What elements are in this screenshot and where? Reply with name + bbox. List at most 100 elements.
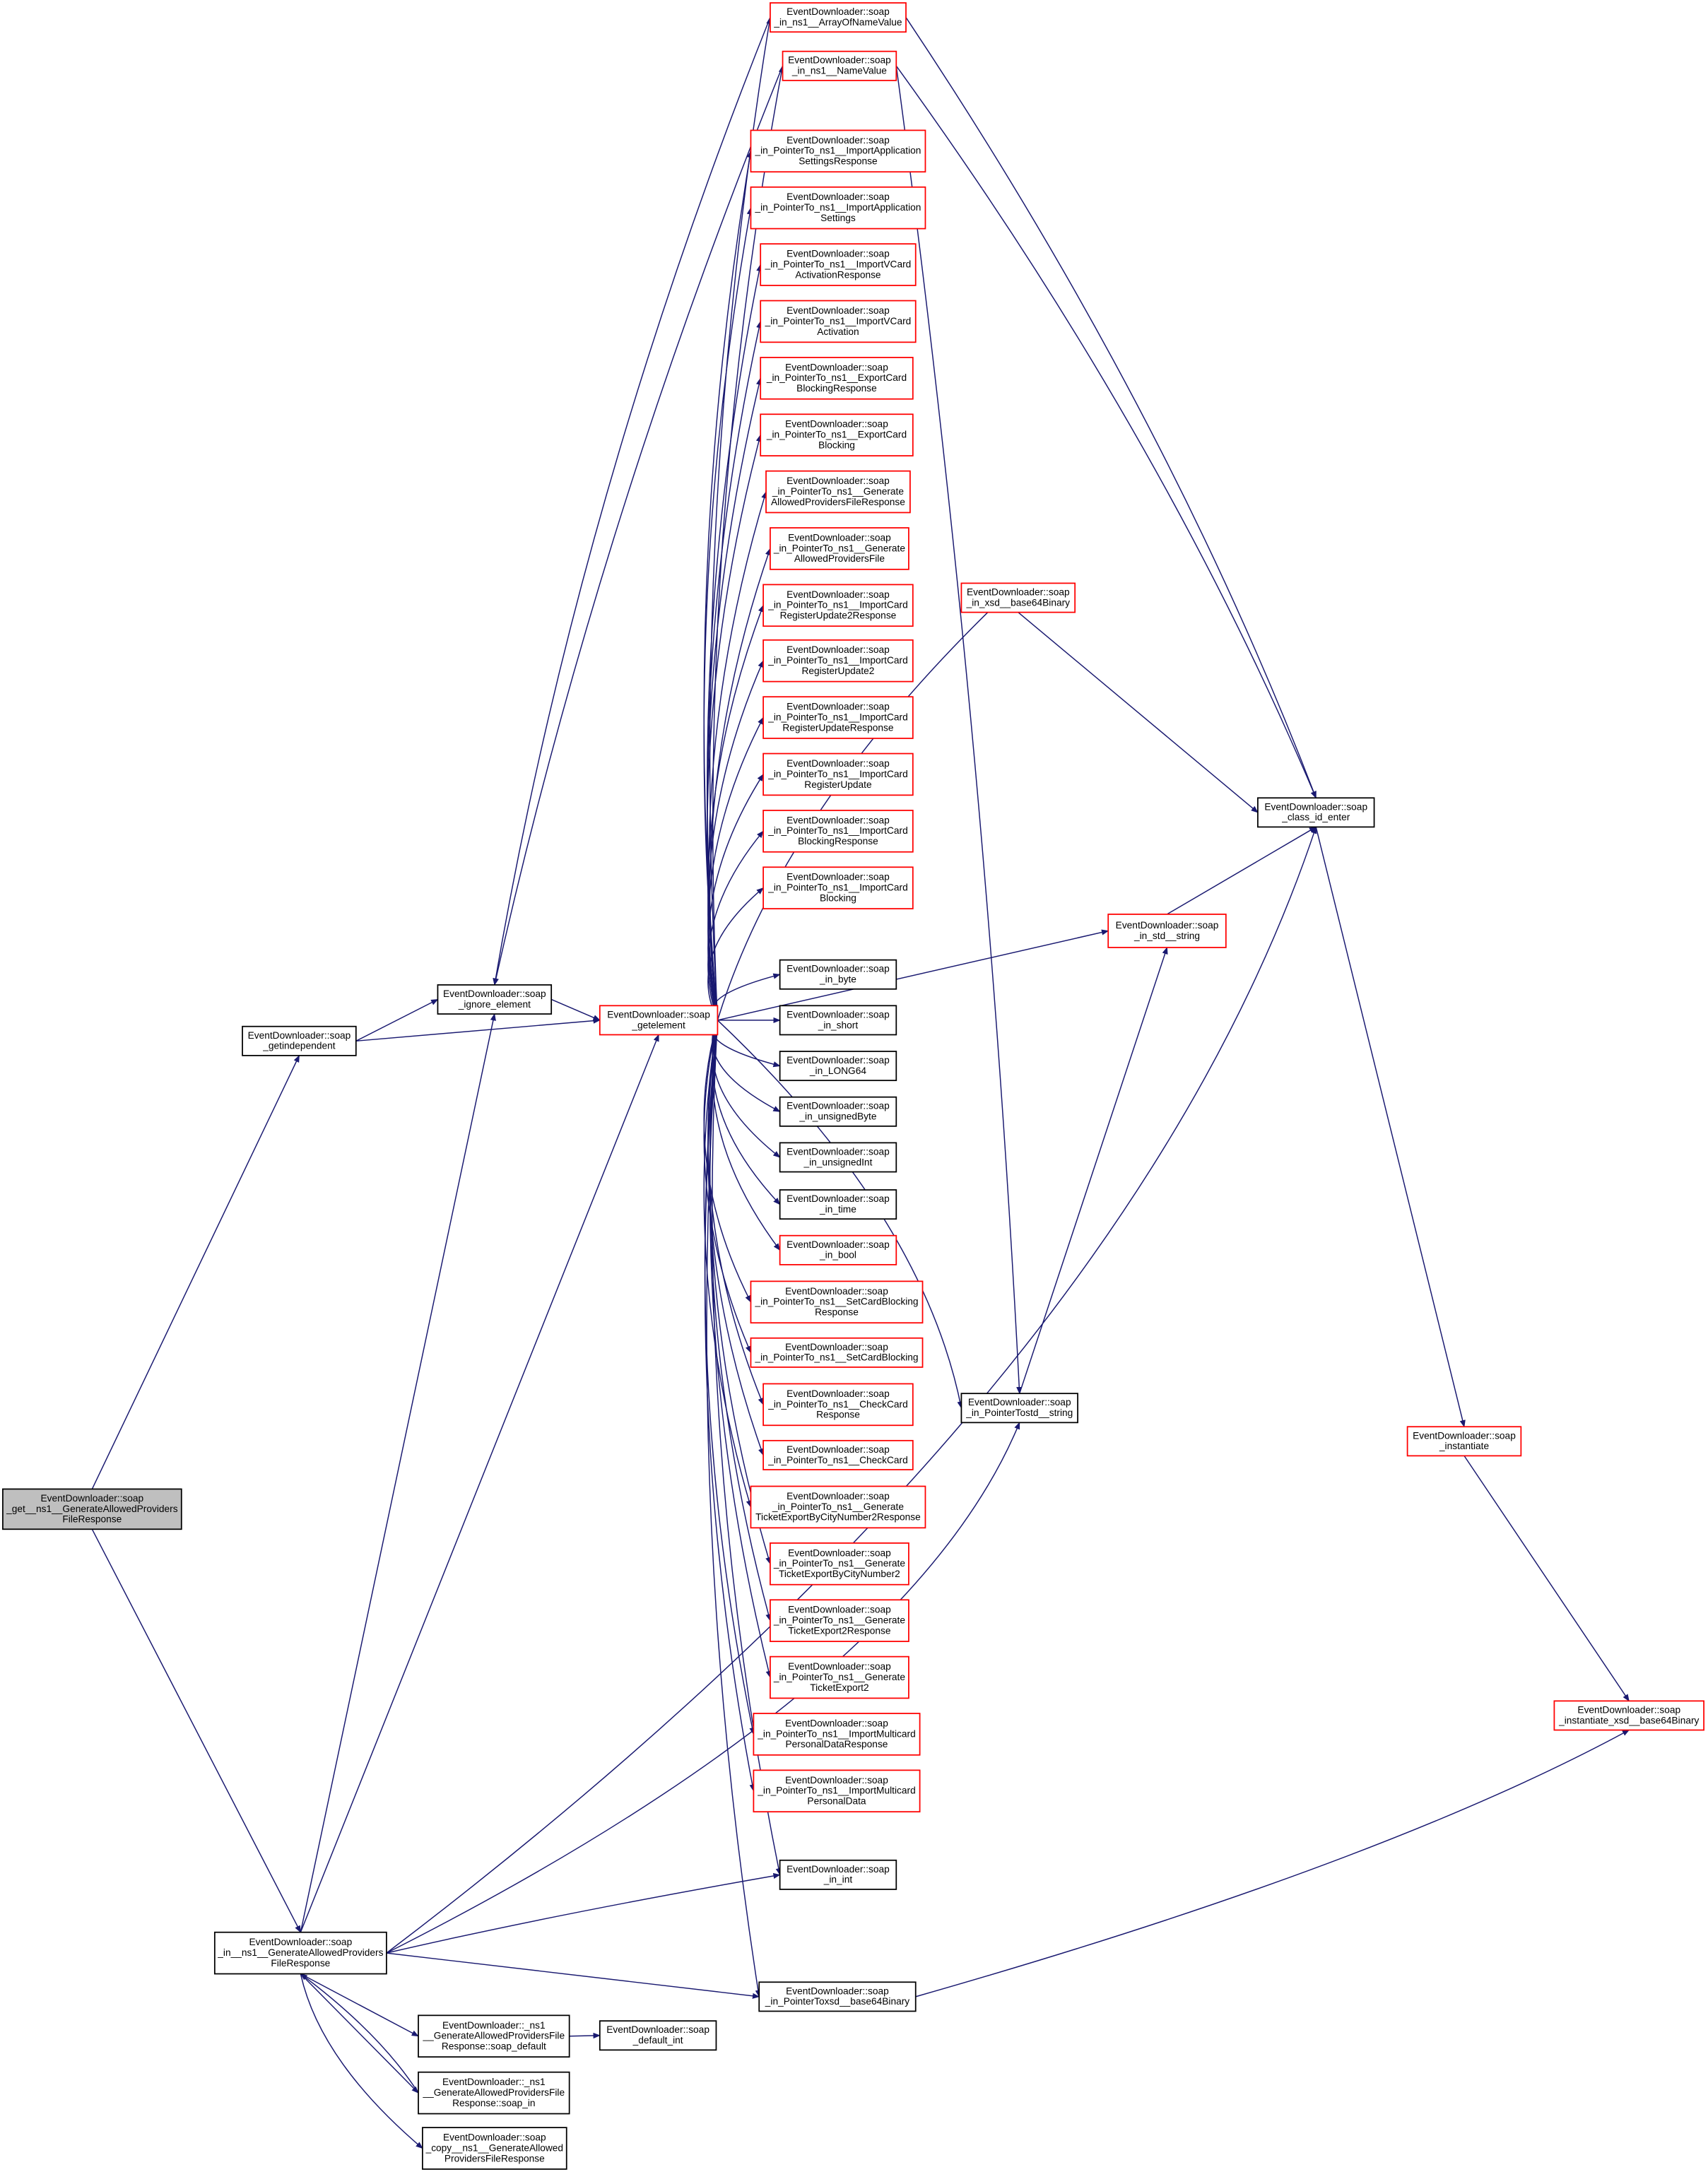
node-label: EventDownloader::soap [787, 476, 890, 486]
node-label: EventDownloader::soap [787, 758, 890, 769]
call-edge-getelement-n9 [703, 207, 753, 1020]
graph-node-arrayNV[interactable]: EventDownloader::soap_in_ns1__ArrayOfNam… [770, 2, 907, 33]
graph-node-sdefault[interactable]: EventDownloader::_ns1__GenerateAllowedPr… [418, 2014, 570, 2058]
call-edge-getelement-n14 [708, 491, 767, 1020]
node-label: _in_PointerTo_ns1__ImportApplication [755, 146, 921, 156]
graph-node-getindependent[interactable]: EventDownloader::soap_getindependent [242, 1025, 357, 1056]
graph-node-classId[interactable]: EventDownloader::soap_class_id_enter [1257, 797, 1375, 828]
call-edge-getelement-bool [712, 1020, 781, 1251]
node-label: PersonalData [807, 1796, 866, 1807]
node-label: EventDownloader::soap [607, 1009, 710, 1020]
graph-node-n20[interactable]: EventDownloader::soap_in_PointerTo_ns1__… [762, 810, 914, 853]
graph-node-inst[interactable]: EventDownloader::soap_instantiate [1406, 1426, 1522, 1457]
node-label: EventDownloader::soap [788, 532, 891, 543]
graph-node-long64[interactable]: EventDownloader::soap_in_LONG64 [779, 1051, 897, 1082]
graph-node-n11[interactable]: EventDownloader::soap_in_PointerTo_ns1__… [760, 300, 917, 343]
call-edge-inGen-ptrB64 [386, 1952, 760, 1999]
node-label: _in_PointerTo_ns1__ImportCard [767, 825, 908, 836]
graph-node-n13[interactable]: EventDownloader::soap_in_PointerTo_ns1__… [760, 413, 914, 456]
graph-node-n34[interactable]: EventDownloader::soap_in_PointerTo_ns1__… [770, 1542, 909, 1586]
node-box [437, 984, 553, 1015]
node-label: EventDownloader::soap [249, 1937, 353, 1947]
graph-node-n15[interactable]: EventDownloader::soap_in_PointerTo_ns1__… [770, 527, 909, 570]
node-box [762, 1383, 914, 1427]
graph-node-n31[interactable]: EventDownloader::soap_in_PointerTo_ns1__… [762, 1383, 914, 1427]
graph-node-nameValue[interactable]: EventDownloader::soap_in_ns1__NameValue [782, 50, 897, 81]
graph-node-xsdB64[interactable]: EventDownloader::soap_in_xsd__base64Bina… [960, 582, 1076, 613]
graph-node-n8[interactable]: EventDownloader::soap_in_PointerTo_ns1__… [750, 129, 926, 173]
graph-node-copy[interactable]: EventDownloader::soap_copy__ns1__Generat… [421, 2127, 567, 2170]
node-box [762, 752, 914, 796]
graph-node-n14[interactable]: EventDownloader::soap_in_PointerTo_ns1__… [765, 470, 911, 514]
graph-node-n37[interactable]: EventDownloader::soap_in_PointerTo_ns1__… [753, 1713, 921, 1756]
graph-node-n21[interactable]: EventDownloader::soap_in_PointerTo_ns1__… [762, 866, 914, 909]
node-box [750, 129, 926, 173]
graph-node-n32[interactable]: EventDownloader::soap_in_PointerTo_ns1__… [762, 1439, 914, 1470]
graph-node-n38[interactable]: EventDownloader::soap_in_PointerTo_ns1__… [753, 1769, 921, 1813]
graph-node-soapin[interactable]: EventDownloader::_ns1__GenerateAllowedPr… [418, 2071, 570, 2115]
node-box [1107, 914, 1227, 948]
graph-node-n29[interactable]: EventDownloader::soap_in_PointerTo_ns1__… [750, 1280, 924, 1324]
graph-node-n36[interactable]: EventDownloader::soap_in_PointerTo_ns1__… [770, 1655, 909, 1699]
graph-node-ignore[interactable]: EventDownloader::soap_ignore_element [437, 984, 553, 1015]
call-edge-getelement-n29 [703, 1020, 752, 1303]
graph-node-uint[interactable]: EventDownloader::soap_in_unsignedInt [779, 1142, 897, 1173]
node-box [770, 527, 909, 570]
graph-node-n30[interactable]: EventDownloader::soap_in_PointerTo_ns1__… [750, 1337, 924, 1368]
node-box [1406, 1426, 1522, 1457]
node-label: EventDownloader::soap [1264, 801, 1367, 812]
node-label: EventDownloader::soap [41, 1493, 144, 1504]
call-edge-arrayNV-ignore [493, 17, 771, 986]
graph-node-n33[interactable]: EventDownloader::soap_in_PointerTo_ns1__… [750, 1485, 926, 1529]
call-edge-inGen-sdefault [300, 1973, 419, 2037]
graph-node-byte[interactable]: EventDownloader::soap_in_byte [779, 959, 897, 990]
node-label: EventDownloader::soap [787, 191, 890, 202]
graph-node-n10[interactable]: EventDownloader::soap_in_PointerTo_ns1__… [760, 243, 917, 286]
node-label: PersonalDataResponse [786, 1739, 888, 1749]
graph-node-time[interactable]: EventDownloader::soap_in_time [779, 1189, 897, 1220]
call-edge-getindependent-ignore [355, 998, 439, 1041]
graph-node-n9[interactable]: EventDownloader::soap_in_PointerTo_ns1__… [750, 186, 926, 230]
call-edge-inGen-int [386, 1872, 781, 1954]
graph-node-ptrB64[interactable]: EventDownloader::soap_in_PointerToxsd__b… [758, 1981, 917, 2012]
call-edge-getelement-n20 [707, 830, 764, 1021]
call-edge-getelement-ubyte [712, 1020, 781, 1112]
node-label: AllowedProvidersFile [794, 553, 885, 564]
graph-node-n17[interactable]: EventDownloader::soap_in_PointerTo_ns1__… [762, 639, 914, 683]
graph-node-short[interactable]: EventDownloader::soap_in_short [779, 1005, 897, 1036]
graph-node-ptrStr[interactable]: EventDownloader::soap_in_PointerTostd__s… [960, 1393, 1078, 1424]
graph-node-get[interactable]: EventDownloader::soap_get__ns1__Generate… [2, 1488, 182, 1530]
graph-node-n19[interactable]: EventDownloader::soap_in_PointerTo_ns1__… [762, 752, 914, 796]
node-label: EventDownloader::soap [785, 1342, 888, 1352]
graph-node-n16[interactable]: EventDownloader::soap_in_PointerTo_ns1__… [762, 584, 914, 627]
graph-node-defint[interactable]: EventDownloader::soap_default_int [599, 2020, 717, 2051]
graph-node-stdStr[interactable]: EventDownloader::soap_in_std__string [1107, 914, 1227, 948]
graph-node-ubyte[interactable]: EventDownloader::soap_in_unsignedByte [779, 1096, 897, 1127]
call-edge-inst-instB64 [1463, 1455, 1630, 1702]
graph-node-getelement[interactable]: EventDownloader::soap_getelement [599, 1005, 719, 1036]
graph-node-n12[interactable]: EventDownloader::soap_in_PointerTo_ns1__… [760, 357, 914, 400]
node-label: Response::soap_in [452, 2098, 535, 2108]
node-label: TicketExportByCityNumber2Response [755, 1512, 921, 1523]
call-edge-stdStr-classId [1167, 826, 1317, 915]
call-edge-soapin-inGen [300, 1973, 419, 2094]
call-edge-ptrB64-instB64 [915, 1729, 1630, 1997]
graph-node-n35[interactable]: EventDownloader::soap_in_PointerTo_ns1__… [770, 1599, 909, 1642]
node-label: EventDownloader::soap [785, 419, 888, 430]
call-edge-getelement-n13 [706, 434, 762, 1020]
node-label: EventDownloader::soap [787, 644, 890, 655]
node-box [760, 357, 914, 400]
node-label: _in_time [819, 1204, 856, 1215]
node-label: _in_PointerTo_ns1__ImportCard [767, 600, 908, 610]
node-label: Activation [817, 326, 859, 337]
graph-node-n18[interactable]: EventDownloader::soap_in_PointerTo_ns1__… [762, 696, 914, 739]
node-label: _in_PointerTo_ns1__Generate [773, 1558, 905, 1569]
node-label: _in_bool [819, 1250, 856, 1261]
call-edge-get-inGen [91, 1528, 302, 1933]
node-box [762, 696, 914, 739]
node-label: __GenerateAllowedProvidersFile [423, 2087, 565, 2098]
graph-node-bool[interactable]: EventDownloader::soap_in_bool [779, 1234, 897, 1265]
graph-node-instB64[interactable]: EventDownloader::soap_instantiate_xsd__b… [1553, 1700, 1705, 1731]
graph-node-inGen[interactable]: EventDownloader::soap_in__ns1__GenerateA… [213, 1931, 387, 1975]
graph-node-int[interactable]: EventDownloader::soap_in_int [779, 1859, 897, 1890]
